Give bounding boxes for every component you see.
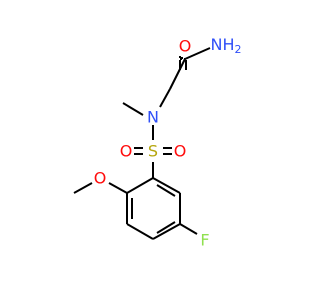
bonds xyxy=(73,47,211,240)
bond-carbonyl-ch2 xyxy=(169,58,186,90)
sulfonyl-sulfur-label: S xyxy=(148,142,158,161)
methoxy-oxygen-label: O xyxy=(94,169,107,188)
molecule-structure: O NH2 N S O O O F xyxy=(73,35,242,250)
bond-methoxy-ch3 xyxy=(73,182,93,194)
bond-ring-6-1 xyxy=(152,177,181,194)
bond-ring-1-2 xyxy=(126,177,154,194)
sulfonyl-oxygen-left-label: O xyxy=(120,142,133,161)
fluorine-label: F xyxy=(200,231,209,250)
bond-n-methyl xyxy=(122,102,144,116)
carbonyl-double-bond xyxy=(179,60,187,70)
amide-nitrogen-subscript: 2 xyxy=(235,43,242,56)
bond-ring-f xyxy=(179,223,198,235)
bond-ring-methoxy-o xyxy=(108,182,128,194)
amide-oxygen-label: O xyxy=(179,37,192,56)
bond-ch2-n xyxy=(159,88,171,108)
bond-ring-3-4 xyxy=(126,223,154,240)
bond-ring-inner-2 xyxy=(156,221,176,234)
bond-ring-inner-3 xyxy=(156,184,176,197)
amide-nitrogen-label: NH2 xyxy=(211,35,242,56)
amide-nitrogen-text: NH xyxy=(211,35,235,54)
atom-labels: O NH2 N S O O O F xyxy=(94,35,242,250)
sulfonyl-oxygen-right-label: O xyxy=(174,142,187,161)
amine-nitrogen-label: N xyxy=(147,108,159,127)
bond-carbonyl-amide-n xyxy=(184,47,211,60)
bond-ring-4-5 xyxy=(152,223,181,240)
